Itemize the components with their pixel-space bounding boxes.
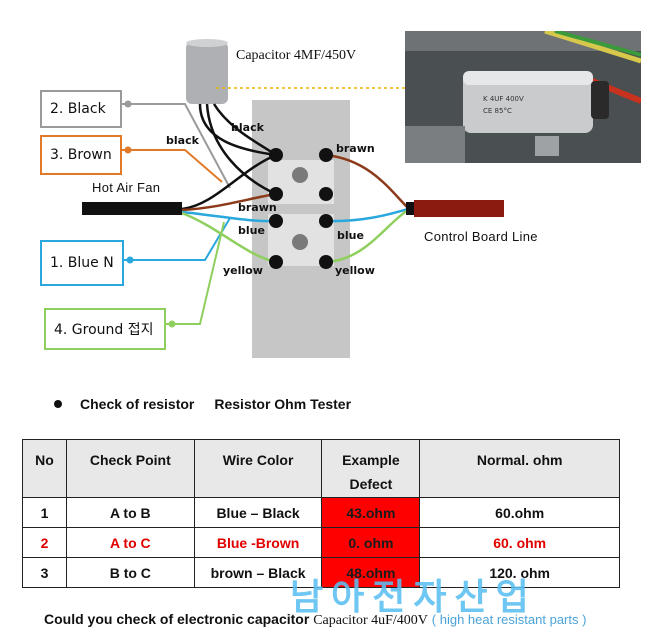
wiring-diagram-graphic <box>82 39 504 358</box>
svg-text:K 4UF 400V: K 4UF 400V <box>483 95 524 103</box>
capacitor-title: Capacitor 4MF/450V <box>236 48 357 63</box>
header-wire-color: Wire Color <box>193 439 323 498</box>
terminal-screw-top <box>292 167 308 183</box>
ground-wire-box: 4. Ground 접지 <box>44 308 166 350</box>
row-wire-color: Blue -Brown <box>193 527 323 558</box>
row-normal: 60. ohm <box>419 527 620 558</box>
wire-label-black-left: black <box>166 134 199 147</box>
header-no: No <box>22 439 67 498</box>
header-example-defect: Example Defect <box>321 439 421 498</box>
table-header-row: No Check Point Wire Color Example Defect… <box>22 439 620 498</box>
black-leader <box>122 103 231 189</box>
check-heading: Check of resistor Resistor Ohm Tester <box>54 396 351 412</box>
ground-leader <box>166 221 225 325</box>
wire-label-blue-left: blue <box>238 224 265 237</box>
ctrl-cable-cap <box>406 202 414 215</box>
check-title: Check of resistor <box>80 396 195 412</box>
cap-lead-2 <box>205 103 277 196</box>
ctrl-blue-wire <box>325 207 409 223</box>
capacitor-photo-graphic: K 4UF 400V CE 85°C <box>405 31 641 163</box>
row-defect: 48.ohm <box>321 557 421 588</box>
row-normal: 120. ohm <box>419 557 620 588</box>
capacitor-spec: Capacitor 4uF/400V <box>313 613 428 628</box>
row-no: 3 <box>22 557 67 588</box>
terminal-b2 <box>319 187 333 201</box>
table-row: 3 B to C brown – Black 48.ohm 120. ohm <box>22 557 620 588</box>
row-check-point: A to C <box>65 527 195 558</box>
terminal-c1 <box>269 214 283 228</box>
fan-brown-wire <box>181 192 277 212</box>
capacitor-top <box>186 39 228 47</box>
header-defect-line1: Example <box>342 452 400 468</box>
capacitor-question: Could you check of electronic capacitor … <box>44 611 586 629</box>
row-defect: 0. ohm <box>321 527 421 558</box>
heat-resistant-note: ( high heat resistant parts ) <box>431 612 587 627</box>
header-normal-ohm: Normal. ohm <box>419 439 620 498</box>
table-row: 1 A to B Blue – Black 43.ohm 60.ohm <box>22 497 620 528</box>
fan-blue-wire <box>181 210 277 223</box>
fan-black-wire <box>181 153 277 211</box>
wire-label-black-top: black <box>231 121 264 134</box>
terminal-d2 <box>319 255 333 269</box>
blue-leader-dot <box>126 256 134 264</box>
capacitor-body <box>186 42 228 104</box>
ctrl-brown-wire <box>325 153 409 209</box>
wire-label-brawn-left: brawn <box>238 201 277 214</box>
wire-label-yellow-left: yellow <box>223 264 263 277</box>
terminal-d1 <box>269 255 283 269</box>
fan-cable <box>82 202 182 215</box>
black-wire-box: 2. Black <box>40 90 122 128</box>
bullet-icon <box>54 400 62 408</box>
cap-lead-1 <box>198 103 277 157</box>
blue-wire-box: 1. Blue N <box>40 240 124 286</box>
ctrl-yellow-wire <box>325 208 409 264</box>
control-board-line-label: Control Board Line <box>424 229 538 244</box>
header-check-point: Check Point <box>65 439 195 498</box>
terminal-a1 <box>269 148 283 162</box>
brown-wire-box: 3. Brown <box>40 135 122 175</box>
row-defect: 43.ohm <box>321 497 421 528</box>
wire-label-blue-right: blue <box>337 229 364 242</box>
brown-leader-dot <box>124 146 132 154</box>
row-check-point: B to C <box>65 557 195 588</box>
table-row: 2 A to C Blue -Brown 0. ohm 60. ohm <box>22 527 620 558</box>
black-leader-dot <box>124 100 132 108</box>
wiring-diagram: K 4UF 400V CE 85°C Capacitor 4MF/450V Ho… <box>40 31 641 358</box>
resistance-table: No Check Point Wire Color Example Defect… <box>22 439 620 588</box>
svg-text:CE 85°C: CE 85°C <box>483 107 512 115</box>
wire-label-brawn-right: brawn <box>336 142 375 155</box>
row-no: 1 <box>22 497 67 528</box>
wire-label-yellow-right: yellow <box>335 264 375 277</box>
watermark-logo: 남아전자산업 <box>290 577 537 618</box>
brown-leader <box>122 149 223 183</box>
terminal-screw-bottom <box>292 234 308 250</box>
question-text: Could you check of electronic capacitor <box>44 611 310 627</box>
terminal-b1 <box>269 187 283 201</box>
blue-leader <box>124 217 231 261</box>
row-check-point: A to B <box>65 497 195 528</box>
ctrl-cable <box>414 200 504 217</box>
row-wire-color: Blue – Black <box>193 497 323 528</box>
row-no: 2 <box>22 527 67 558</box>
check-subtitle: Resistor Ohm Tester <box>214 396 352 412</box>
terminal-a2 <box>319 148 333 162</box>
row-normal: 60.ohm <box>419 497 620 528</box>
capacitor-photo: K 4UF 400V CE 85°C <box>405 31 641 163</box>
terminal-c2 <box>319 214 333 228</box>
ground-leader-dot <box>168 320 176 328</box>
header-defect-line2: Defect <box>349 476 393 492</box>
row-wire-color: brown – Black <box>193 557 323 588</box>
hot-air-fan-label: Hot Air Fan <box>92 180 161 195</box>
fan-yellow-wire <box>181 211 277 264</box>
